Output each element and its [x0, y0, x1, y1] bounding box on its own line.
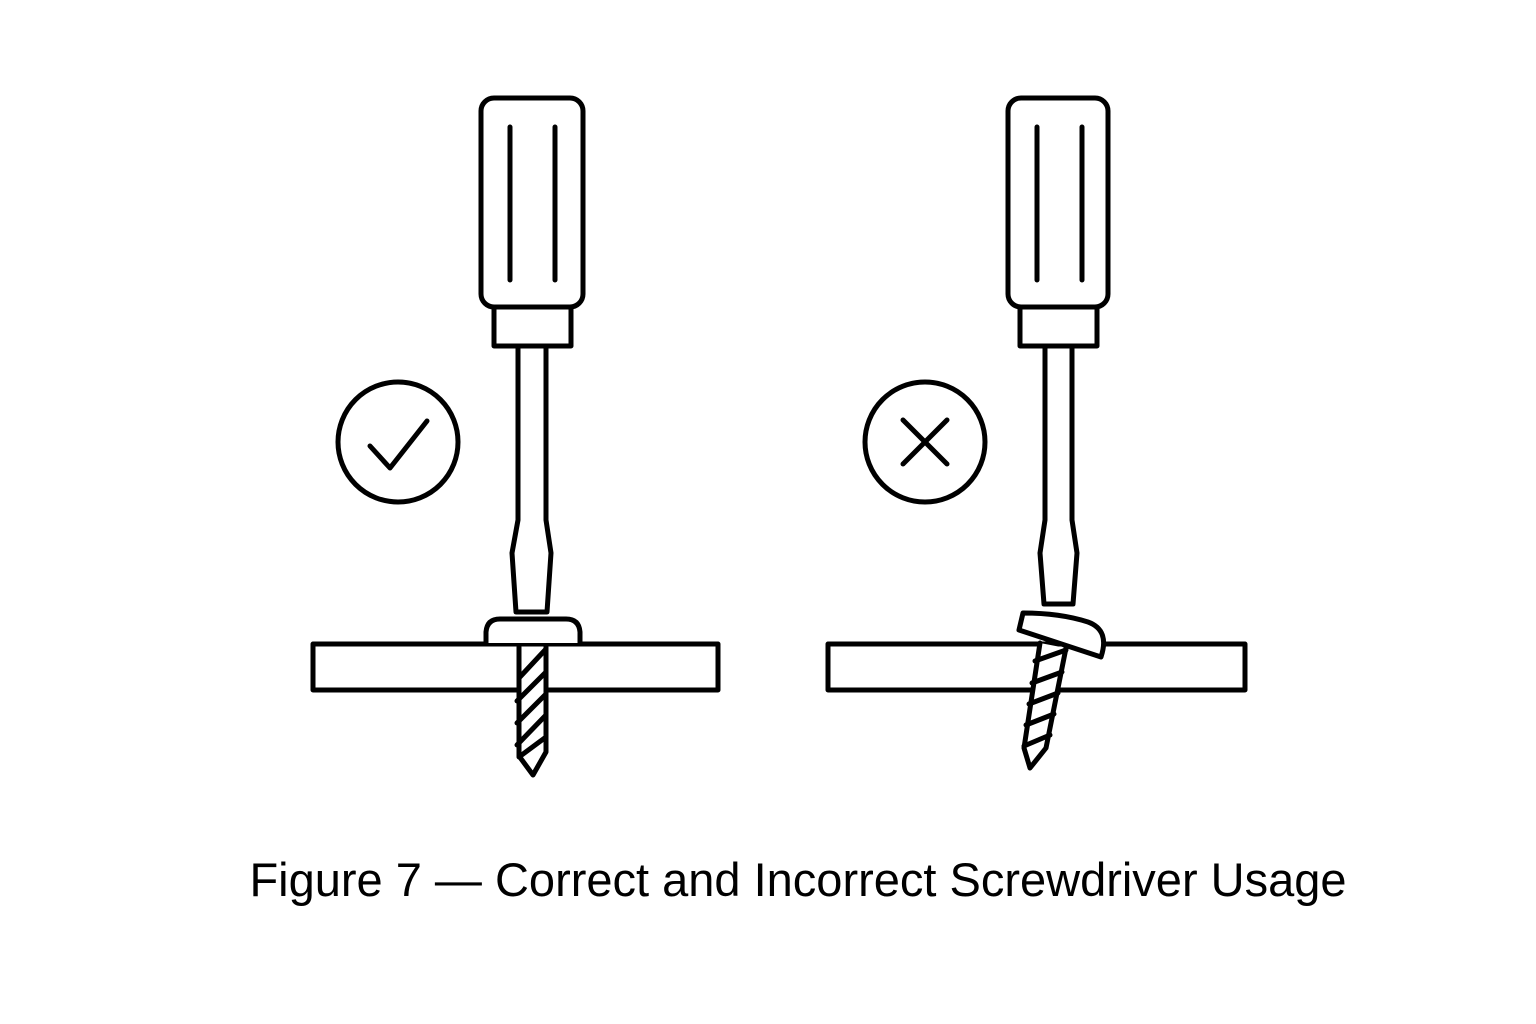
x-circle-icon: [862, 379, 988, 505]
screwdriver-incorrect: [1005, 95, 1111, 607]
figure-caption: Figure 7 — Correct and Incorrect Screwdr…: [249, 853, 1347, 906]
screwdriver-correct: [478, 95, 586, 615]
correct-usage-panel: [310, 95, 721, 778]
screw-correct: [483, 616, 583, 778]
incorrect-usage-panel: [825, 95, 1248, 771]
check-circle-icon: [335, 379, 461, 505]
screw-incorrect-tilted: [1016, 610, 1107, 771]
board-correct: [310, 641, 721, 693]
